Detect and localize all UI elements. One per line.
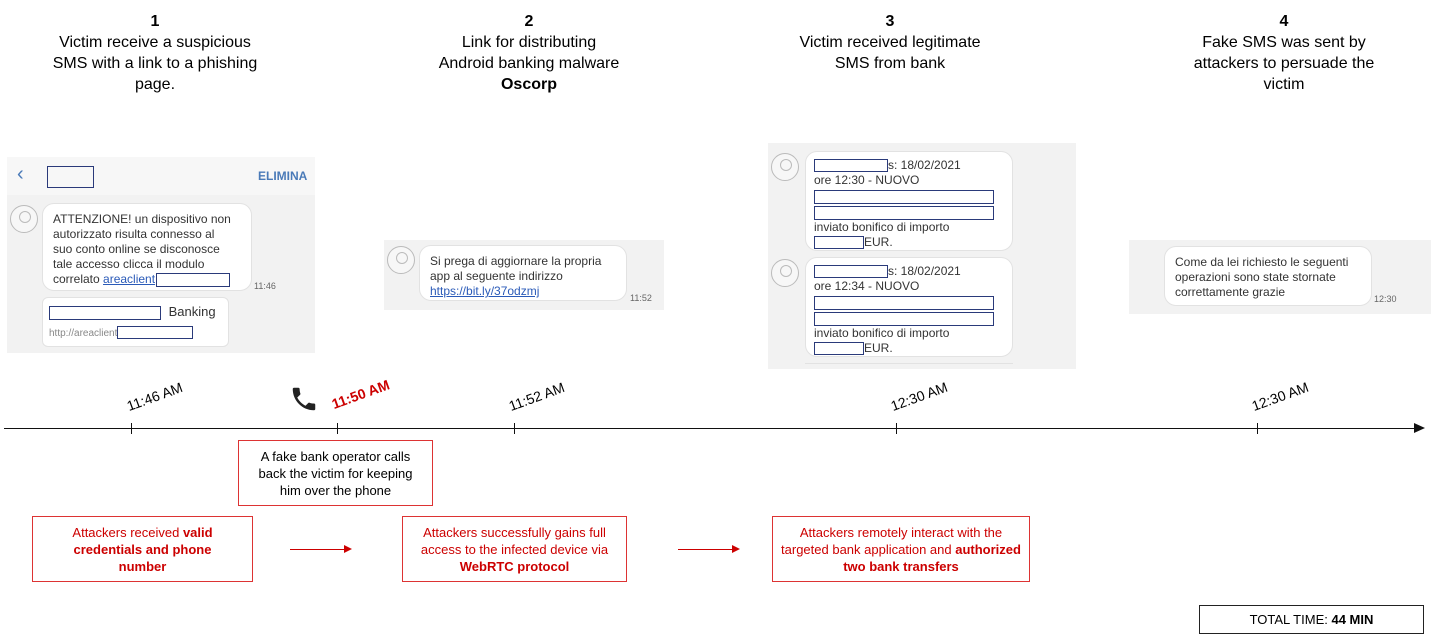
step-number: 4 xyxy=(1279,13,1289,30)
sms-time: 12:30 xyxy=(1374,294,1397,304)
step-line-bold: Oscorp xyxy=(500,76,557,93)
delete-button[interactable]: ELIMINA xyxy=(258,169,308,183)
sms-line: tale accesso clicca il modulo xyxy=(53,257,205,271)
sms-screenshot-3: s: 18/02/2021 ore 12:30 - NUOVO inviato … xyxy=(768,143,1076,369)
avatar-icon xyxy=(387,246,415,274)
step-line: SMS with a link to a phishing xyxy=(52,55,258,72)
step-4-heading: 4 Fake SMS was sent by attackers to pers… xyxy=(1159,11,1409,95)
time-label: 12:30 AM xyxy=(1249,378,1311,414)
action-box-credentials: Attackers received valid credentials and… xyxy=(32,516,253,582)
timeline-tick xyxy=(337,423,338,434)
timeline-axis xyxy=(4,428,1416,429)
link-preview-card[interactable]: Banking http://areaclient xyxy=(42,297,229,347)
redacted-contact xyxy=(47,166,94,188)
redacted-line xyxy=(814,190,994,204)
sms-screenshot-4: Come da lei richiesto le seguenti operaz… xyxy=(1129,240,1431,314)
redacted-line xyxy=(814,312,994,326)
avatar-icon xyxy=(771,153,799,181)
total-value: 44 MIN xyxy=(1331,612,1374,627)
time-label: 12:30 AM xyxy=(888,378,950,414)
redacted-amount xyxy=(814,236,864,250)
action-box-device-access: Attackers successfully gains full access… xyxy=(402,516,627,582)
call-line: him over the phone xyxy=(279,482,392,498)
sms-time: 11:52 xyxy=(630,293,652,303)
redacted-url xyxy=(117,326,194,340)
redacted-sender xyxy=(814,159,888,173)
sms-bubble: Come da lei richiesto le seguenti operaz… xyxy=(1164,246,1372,306)
timeline-arrowhead xyxy=(1414,423,1425,433)
sms-line: Come da lei richiesto le seguenti xyxy=(1175,255,1349,269)
card-url: http://areaclient xyxy=(49,327,118,339)
sms-line: app al seguente indirizzo xyxy=(430,269,563,283)
step-line: SMS from bank xyxy=(834,55,946,72)
flow-arrow xyxy=(290,545,352,553)
sms-time: 11:46 xyxy=(254,281,276,291)
sms-line: inviato bonifico di importo xyxy=(814,220,950,234)
redacted-sender xyxy=(814,265,888,279)
step-line: Fake SMS was sent by xyxy=(1202,34,1366,51)
redacted-line xyxy=(814,296,994,310)
sms-bubble: s: 18/02/2021 ore 12:34 - NUOVO inviato … xyxy=(805,257,1013,357)
action-box-bank-transfers: Attackers remotely interact with the tar… xyxy=(772,516,1030,582)
total-time-box: TOTAL TIME: 44 MIN xyxy=(1199,605,1424,634)
sms-line: autorizzato risulta connesso al xyxy=(53,227,215,241)
step-2-heading: 2 Link for distributing Android banking … xyxy=(404,11,654,95)
redacted-domain xyxy=(156,272,231,287)
sms-screenshot-1: ‹ ELIMINA ATTENZIONE! un dispositivo non… xyxy=(7,157,315,353)
sms-line: ATTENZIONE! un dispositivo non xyxy=(53,212,231,226)
step-number: 3 xyxy=(885,13,895,30)
total-label: TOTAL TIME: xyxy=(1249,612,1328,627)
partial-bubble xyxy=(805,363,1013,370)
redacted-bank-name xyxy=(49,305,161,320)
back-arrow-icon[interactable]: ‹ xyxy=(17,163,24,185)
step-number: 2 xyxy=(524,13,534,30)
sms-line: ore 12:30 - NUOVO xyxy=(814,173,920,187)
step-3-heading: 3 Victim received legitimate SMS from ba… xyxy=(765,11,1015,74)
flow-arrow xyxy=(678,545,740,553)
malware-link[interactable]: https://bit.ly/37odzmj xyxy=(430,284,540,298)
sms-bubble: ATTENZIONE! un dispositivo non autorizza… xyxy=(42,203,252,291)
sms-date: s: 18/02/2021 xyxy=(888,158,961,172)
avatar-icon xyxy=(10,205,38,233)
card-title: Banking xyxy=(168,304,216,319)
step-line: Victim received legitimate xyxy=(799,34,981,51)
sms-line: Si prega di aggiornare la propria xyxy=(430,254,602,268)
timeline-tick xyxy=(131,423,132,434)
call-line: A fake bank operator calls xyxy=(260,448,411,464)
step-line: Link for distributing xyxy=(461,34,597,51)
call-line: back the victim for keeping xyxy=(258,465,413,481)
sms-bubble: s: 18/02/2021 ore 12:30 - NUOVO inviato … xyxy=(805,151,1013,251)
sms-date: s: 18/02/2021 xyxy=(888,264,961,278)
step-line: victim xyxy=(1263,76,1305,93)
sms-line: operazioni sono state stornate xyxy=(1175,270,1336,284)
step-line: Victim receive a suspicious xyxy=(59,34,251,51)
sms-amount: EUR. xyxy=(864,341,893,355)
sms-amount: EUR. xyxy=(864,235,893,249)
step-line: Android banking malware xyxy=(438,55,620,72)
sms-line: correlato areaclient xyxy=(53,272,241,287)
phishing-link[interactable]: areaclient xyxy=(103,272,156,286)
step-line: page. xyxy=(134,76,176,93)
timeline-tick xyxy=(896,423,897,434)
time-label: 11:46 AM xyxy=(124,379,185,414)
time-label-highlight: 11:50 AM xyxy=(329,376,392,412)
phone-icon xyxy=(292,387,316,411)
sms-line: suo conto online se disconosce xyxy=(53,242,220,256)
step-1-heading: 1 Victim receive a suspicious SMS with a… xyxy=(30,11,280,95)
sms-header xyxy=(7,157,315,195)
timeline-tick xyxy=(514,423,515,434)
step-line: attackers to persuade the xyxy=(1193,55,1375,72)
sms-line: ore 12:34 - NUOVO xyxy=(814,279,920,293)
sms-line: correttamente grazie xyxy=(1175,285,1286,299)
sms-screenshot-2: Si prega di aggiornare la propria app al… xyxy=(384,240,664,310)
time-label: 11:52 AM xyxy=(506,379,567,414)
step-number: 1 xyxy=(150,13,160,30)
sms-bubble: Si prega di aggiornare la propria app al… xyxy=(419,245,627,301)
avatar-icon xyxy=(771,259,799,287)
sms-line: inviato bonifico di importo xyxy=(814,326,950,340)
redacted-amount xyxy=(814,342,864,356)
timeline-tick xyxy=(1257,423,1258,434)
redacted-line xyxy=(814,206,994,220)
call-description-box: A fake bank operator calls back the vict… xyxy=(238,440,433,506)
